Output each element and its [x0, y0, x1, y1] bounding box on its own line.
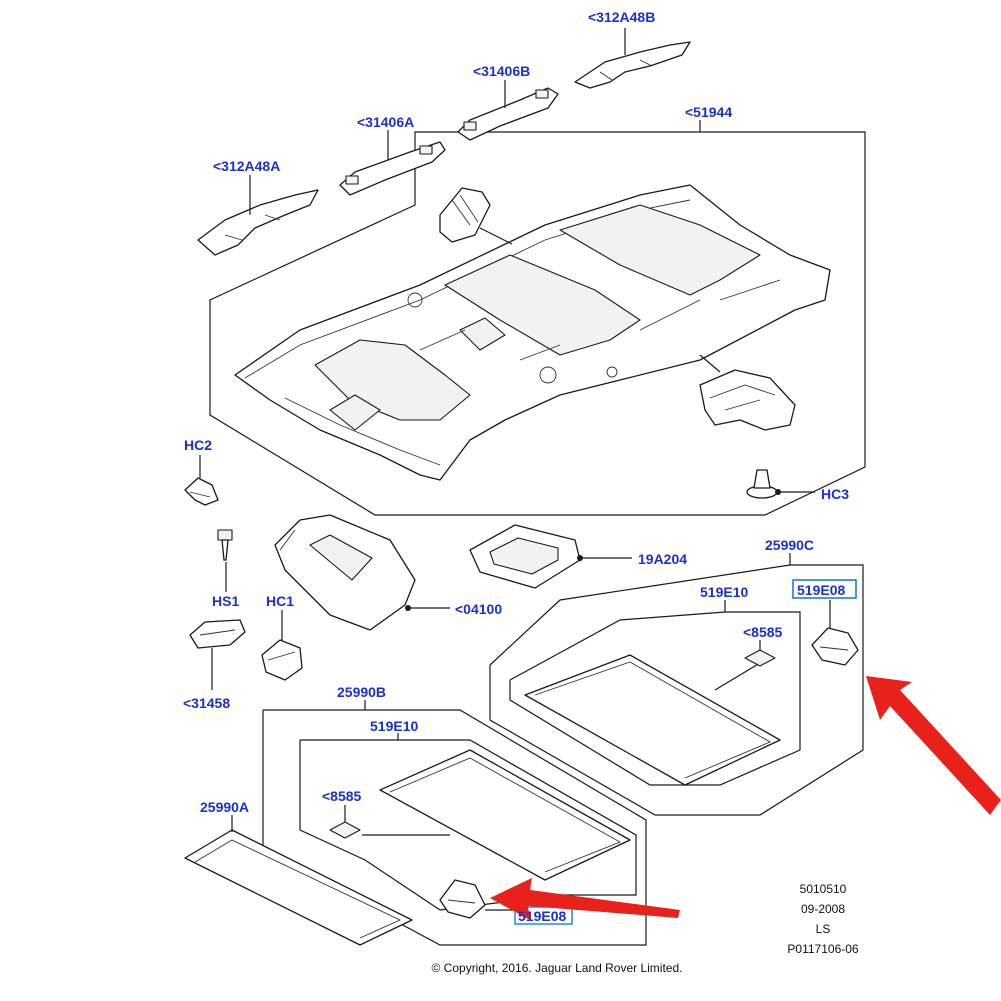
part-519E10-bottom-cover — [362, 749, 631, 881]
meta-line-4: P0117106-06 — [787, 942, 859, 956]
part-519E08-bottom — [439, 879, 515, 919]
vent-part-lower — [699, 354, 796, 431]
group-519E10-top-outline — [509, 611, 801, 786]
red-arrow-bottom — [490, 878, 680, 920]
label-31406B: <31406B — [473, 63, 530, 79]
part-HC3 — [746, 469, 815, 499]
part-31406A — [339, 130, 446, 196]
part-25990A-shelf — [184, 815, 413, 946]
headliner-panel — [234, 184, 831, 481]
part-31458 — [189, 619, 246, 690]
part-312A48A — [197, 175, 319, 256]
label-25990B: 25990B — [337, 684, 386, 700]
part-519E10-top-cover — [524, 654, 781, 786]
part-HC2 — [184, 455, 219, 506]
label-25990A: 25990A — [200, 799, 249, 815]
label-8585-bottom: <8585 — [322, 788, 362, 804]
part-04100-sun-visor — [274, 514, 450, 631]
label-31458: <31458 — [183, 695, 230, 711]
meta-line-2: 09-2008 — [801, 902, 845, 916]
label-31406A: <31406A — [357, 114, 414, 130]
label-HC2: HC2 — [184, 437, 212, 453]
label-519E10-top: 519E10 — [700, 584, 748, 600]
part-8585-bottom-label — [329, 805, 361, 839]
group-25990C-outline — [489, 564, 864, 816]
meta-line-3: LS — [816, 922, 831, 936]
highlight-box-519E08-top — [792, 579, 857, 599]
label-HC3: HC3 — [821, 486, 849, 502]
vent-part-upper — [439, 187, 513, 245]
part-19A204 — [469, 524, 632, 589]
label-519E08-top: 519E08 — [797, 582, 845, 598]
meta-line-1: 5010510 — [800, 882, 847, 896]
part-519E08-top — [811, 600, 859, 666]
label-19A204: 19A204 — [638, 551, 687, 567]
label-8585-top: <8585 — [743, 624, 783, 640]
label-51944: <51944 — [685, 104, 732, 120]
part-312A48B — [574, 28, 691, 89]
part-8585-top-label — [744, 640, 776, 667]
label-312A48B: <312A48B — [588, 9, 655, 25]
label-519E08-bottom: 519E08 — [518, 908, 566, 924]
red-arrow-right — [866, 676, 1001, 815]
part-HS1 — [217, 529, 233, 592]
label-HC1: HC1 — [266, 593, 294, 609]
copyright-text: © Copyright, 2016. Jaguar Land Rover Lim… — [432, 961, 683, 975]
label-04100: <04100 — [455, 601, 502, 617]
label-519E10-bottom: 519E10 — [370, 718, 418, 734]
label-25990C: 25990C — [765, 537, 814, 553]
label-HS1: HS1 — [212, 593, 239, 609]
part-31406B — [457, 80, 559, 141]
label-312A48A: <312A48A — [213, 158, 280, 174]
part-HC1 — [261, 610, 303, 681]
